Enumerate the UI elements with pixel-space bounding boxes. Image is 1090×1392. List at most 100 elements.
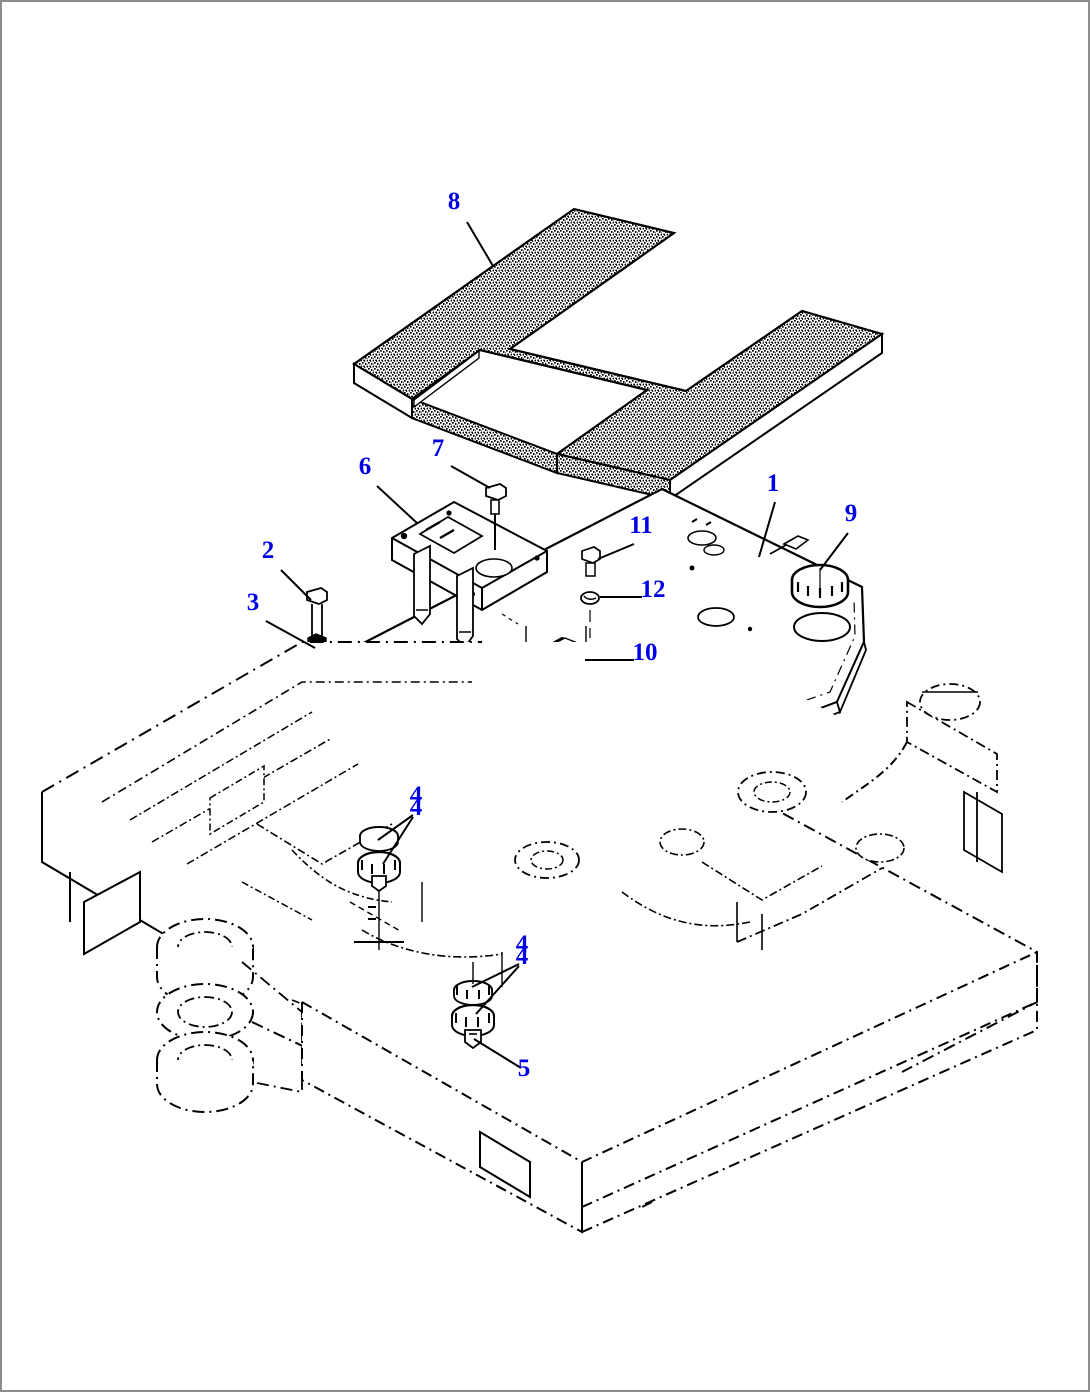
frame-front-left-face <box>301 1002 583 1234</box>
callout-leader-9 <box>819 532 849 571</box>
floor-plate-dot-2 <box>747 626 753 632</box>
frame-right-edge <box>761 801 1038 1073</box>
callout-leader-4d <box>475 965 520 1015</box>
frame-hidden-diag <box>349 901 403 933</box>
bolt-11-shank <box>585 562 596 577</box>
washer-12-inner <box>583 595 597 600</box>
floor-plate-hole-small-2 <box>703 544 725 556</box>
part-rubber-mount-lower <box>450 962 496 1050</box>
deck-boss-3 <box>855 833 905 863</box>
callout-leader-7 <box>450 465 491 489</box>
frame-hidden-verticals <box>421 882 503 987</box>
frame-front-access-hole <box>479 1130 531 1199</box>
floor-plate-hole-large-1-depth <box>793 626 851 642</box>
boom-ear-3-thickness <box>156 1060 254 1113</box>
floor-plate-edge-back-right <box>836 639 867 715</box>
frame-front-top-edge <box>581 1001 1038 1208</box>
callout-leader-2 <box>280 569 312 601</box>
left-deck-panel <box>209 764 265 836</box>
deck-rib-2 <box>736 867 883 943</box>
callout-number-2[interactable]: 2 <box>262 537 275 564</box>
deck-curve-1 <box>621 891 751 927</box>
frame-right-tab <box>963 790 1003 874</box>
frame-right-boss-1 <box>906 700 998 794</box>
frame-deck-bosses <box>514 771 905 950</box>
floor-mat-inner-thickness <box>413 349 480 409</box>
floor-plate-bracket-line <box>769 544 787 555</box>
callout-number-8[interactable]: 8 <box>448 188 461 215</box>
part-bolt-11-washer-12 <box>580 546 601 638</box>
boom-mount-ears <box>156 918 303 1113</box>
frame-right-boss-1-bore <box>919 683 981 721</box>
left-deck-line-5 <box>241 881 313 921</box>
left-deck-curve-2 <box>361 929 503 958</box>
left-deck-line-4 <box>186 763 359 865</box>
part-cover-bracket <box>391 500 548 649</box>
frame-front-slab-fill <box>302 802 1037 1232</box>
bolt-7-collar <box>490 499 500 515</box>
deck-boss-2 <box>659 828 705 856</box>
floor-plate-hidden-2 <box>501 613 519 625</box>
cover-bracket-leg-left <box>413 544 431 626</box>
callout-leader-8 <box>466 221 494 267</box>
frame-front-right-face <box>581 952 1038 1233</box>
callout-number-4c[interactable]: 4 <box>516 931 529 958</box>
frame-left-access-hole <box>83 870 141 956</box>
callout-number-7[interactable]: 7 <box>432 435 445 462</box>
callout-leader-3 <box>265 620 316 649</box>
callout-leader-11 <box>597 543 635 560</box>
part-grommet <box>790 563 850 609</box>
callout-leader-4c <box>471 963 520 988</box>
part-bolt-7 <box>485 483 507 550</box>
cover-bracket-bolt-hole-1 <box>400 532 408 540</box>
deck-boss-4-bore <box>530 850 564 870</box>
bolt-2-head <box>306 587 328 605</box>
callout-number-10[interactable]: 10 <box>633 639 658 666</box>
callout-number-5[interactable]: 5 <box>518 1055 531 1082</box>
cover-bracket-bolt-hole-2 <box>446 510 452 516</box>
callout-leader-lines <box>265 221 849 1069</box>
floor-mat-notch-line-1 <box>479 349 648 391</box>
callout-number-4b[interactable]: 4 <box>410 794 423 821</box>
callout-number-1[interactable]: 1 <box>767 470 780 497</box>
floor-plate-bracket-mark <box>782 535 810 550</box>
floor-plate-hole-small-1 <box>687 530 717 546</box>
left-deck-line-2 <box>129 711 313 821</box>
cover-bracket-bolt-hole-3 <box>534 555 540 561</box>
callout-leader-6 <box>376 485 418 524</box>
rubber-mount-1-stud <box>371 875 387 893</box>
callout-leader-4a <box>377 814 414 841</box>
callout-number-4d[interactable]: 4 <box>516 943 529 970</box>
rubber-mount-1-serration <box>361 860 396 874</box>
callout-number-4a[interactable]: 4 <box>410 782 423 809</box>
cover-bracket-leg-right <box>456 566 474 649</box>
callout-leader-4b <box>382 816 414 865</box>
deck-boss-1-bore <box>753 781 791 803</box>
cover-bracket-leg-feet <box>416 609 471 633</box>
bolt-2-shank <box>311 604 323 636</box>
rubber-mount-1-marks <box>368 906 376 920</box>
callout-number-11[interactable]: 11 <box>629 512 653 539</box>
frame-top-left-edge <box>41 641 482 793</box>
cover-bracket-boss-ribs <box>425 520 455 540</box>
callout-number-6[interactable]: 6 <box>359 453 372 480</box>
part-floor-mat <box>351 207 885 501</box>
left-deck-line-1 <box>101 681 472 803</box>
callout-leader-1 <box>758 501 776 558</box>
callout-number-12[interactable]: 12 <box>641 576 666 603</box>
bolt-7-head <box>485 483 507 501</box>
callout-number-3[interactable]: 3 <box>247 589 260 616</box>
machine-main-frame <box>41 641 1047 1234</box>
frame-right-end <box>761 683 1038 1073</box>
floor-mat-notch-line-2 <box>509 348 687 392</box>
washer-12-body <box>580 591 600 605</box>
floor-plate-slot-marks <box>691 518 712 526</box>
frame-center-beam-lower <box>251 1021 653 1209</box>
frame-right-curve <box>841 741 908 803</box>
callout-number-9[interactable]: 9 <box>845 500 858 527</box>
floor-plate-dot-1 <box>689 565 695 571</box>
floor-plate-hole-mid-1 <box>697 607 735 627</box>
